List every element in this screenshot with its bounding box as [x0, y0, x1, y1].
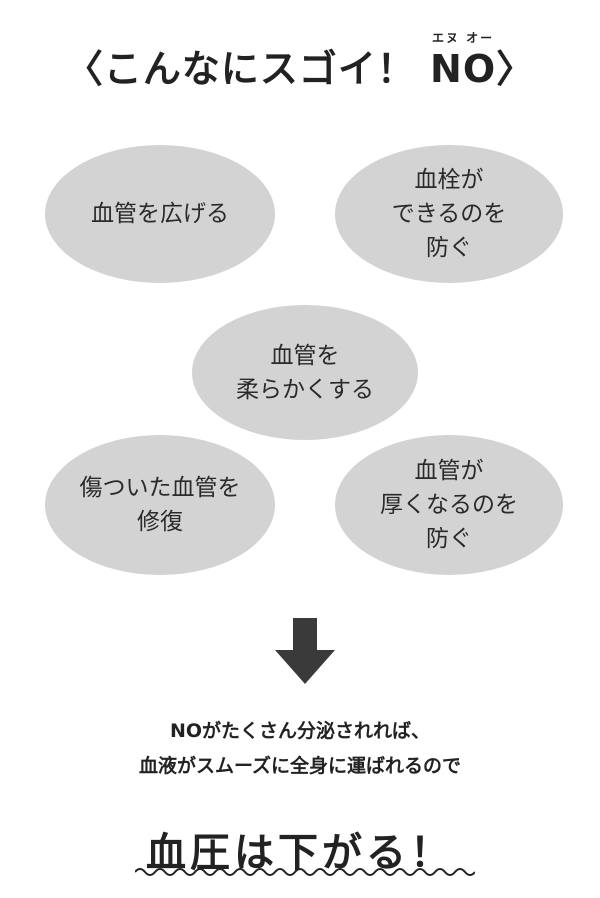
explanation-line-2: 血液がスムーズに全身に運ばれるので [138, 755, 462, 777]
benefit-prevent-clots: 血栓が できるのを 防ぐ [335, 145, 563, 283]
no-label: NO [430, 47, 497, 91]
explanation-line-1: NOがたくさん分泌されれば、 [169, 720, 431, 742]
benefit-widen-vessels: 血管を広げる [45, 145, 275, 283]
wavy-underline [135, 868, 475, 876]
down-arrow-icon [275, 618, 335, 684]
benefit-repair-vessels: 傷ついた血管を 修復 [45, 435, 275, 575]
no-ruby: エヌ オー [432, 31, 495, 45]
benefit-prevent-thickening: 血管が 厚くなるのを 防ぐ [335, 435, 563, 575]
page-title: 〈こんなにスゴイ！ エヌ オー NO〉 [0, 31, 600, 93]
no-term: エヌ オー NO [430, 31, 497, 91]
title-text: 〈こんなにスゴイ！ [64, 47, 431, 91]
benefit-soften-vessels: 血管を 柔らかくする [192, 305, 418, 440]
title-bracket: 〉 [496, 47, 536, 91]
